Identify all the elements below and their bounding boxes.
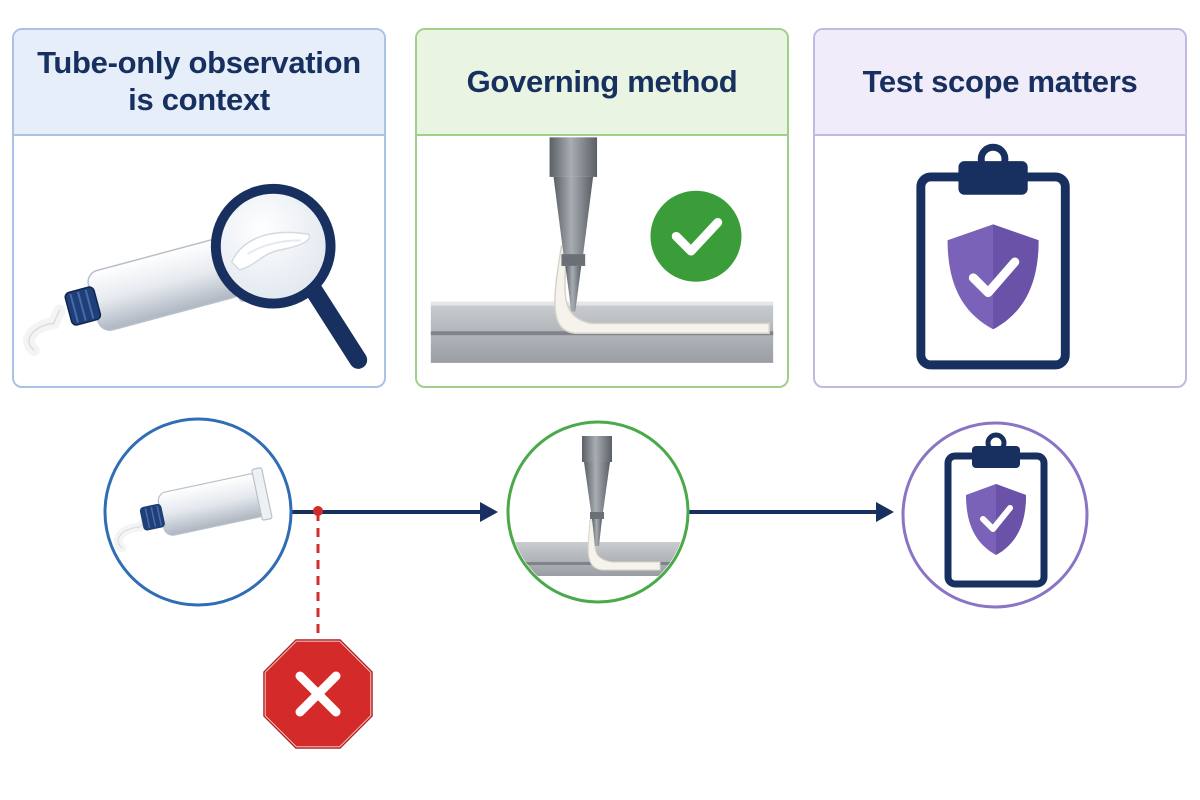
nozzle-circle-icon [506,420,690,604]
magnifying-glass-icon [210,183,368,369]
panel-header: Governing method [417,30,787,136]
panel-header: Tube-only observation is context [14,30,384,136]
nozzle-bead-illustration [430,137,774,363]
panel-test-scope: Test scope matters [813,28,1187,388]
reject-stop-icon [262,638,374,750]
clipboard-illustration [916,143,1070,370]
dispensing-nozzle-icon [549,137,598,312]
clipboard-circle-icon [901,421,1089,609]
panel-header: Test scope matters [815,30,1185,136]
applied-bead-icon [554,245,770,334]
shield-check-icon [947,224,1039,330]
reject-branch-line [313,506,323,640]
panel-title: Governing method [466,63,738,99]
tube-circle-icon [103,417,293,607]
panel-title: Test scope matters [862,63,1138,99]
flow-arrow-2 [688,502,894,522]
panel-title: Tube-only observation is context [37,45,361,117]
panel-tube-only: Tube-only observation is context [12,28,386,388]
check-circle-icon [650,190,742,282]
flow-arrow-1 [292,502,498,522]
panel-governing-method: Governing method [415,28,789,388]
tube-magnifier-illustration [23,183,368,369]
